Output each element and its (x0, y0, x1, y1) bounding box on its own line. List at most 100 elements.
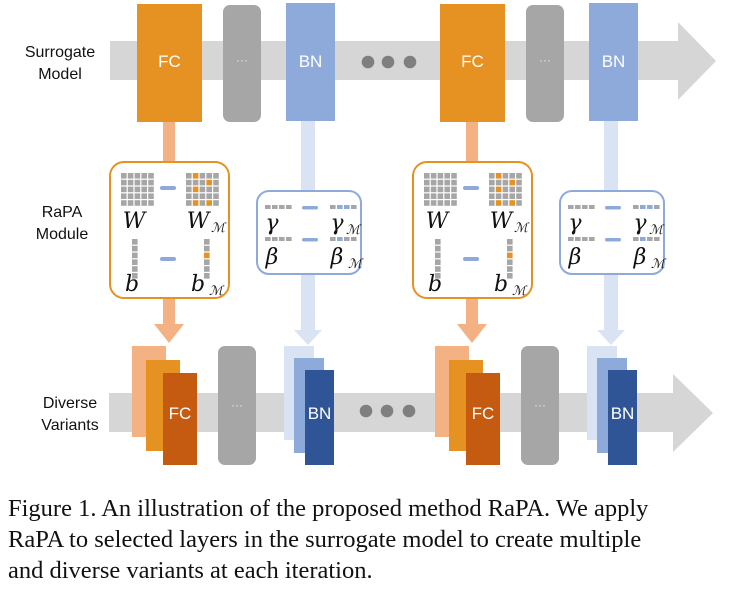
b-m-subscript-1: ℳ (209, 284, 225, 299)
matrix-cell (186, 180, 192, 186)
matrix-cell (509, 187, 515, 193)
variant-gap-dot-3 (403, 405, 416, 418)
gamma-m-symbol-1: γ (330, 211, 344, 236)
matrix-cell (213, 180, 219, 186)
w-symbol-2: W (426, 209, 451, 234)
vector-cell (633, 237, 639, 241)
w-matrix-2 (424, 173, 457, 206)
vector-cell (435, 259, 441, 265)
matrix-cell (489, 200, 495, 206)
fc-down-connector-bottom-2 (466, 295, 478, 325)
matrix-cell (438, 187, 444, 193)
vector-cell (132, 246, 138, 252)
surrogate-label-line1: Surrogate (25, 44, 95, 61)
matrix-cell (496, 173, 502, 179)
matrix-cell (193, 180, 199, 186)
b-transform-arrow-1 (160, 257, 176, 261)
variant-gap-dot-2 (381, 405, 394, 418)
matrix-cell (431, 180, 437, 186)
caption-line-1: Figure 1. An illustration of the propose… (8, 493, 738, 524)
gamma-m-subscript-1: ℳ (346, 223, 362, 238)
matrix-cell (206, 173, 212, 179)
matrix-cell (128, 193, 134, 199)
matrix-cell (135, 187, 141, 193)
surrogate-fc-label-1: FC (158, 52, 181, 71)
matrix-cell (451, 200, 457, 206)
variant-gap-dot-1 (360, 405, 373, 418)
matrix-cell (135, 173, 141, 179)
w-matrix-1 (121, 173, 154, 206)
vector-cell (279, 237, 285, 241)
surrogate-gap-dot-3 (404, 56, 417, 69)
matrix-cell (444, 173, 450, 179)
matrix-cell (451, 180, 457, 186)
vector-cell (507, 253, 513, 259)
matrix-cell (121, 200, 127, 206)
vector-cell (344, 205, 350, 209)
w-m-matrix-2 (489, 173, 522, 206)
matrix-cell (193, 173, 199, 179)
surrogate-ellipsis-label-1: ··· (236, 53, 248, 67)
surrogate-gap-dot-1 (362, 56, 375, 69)
beta-transform-arrow-2 (605, 238, 621, 242)
vector-cell (204, 246, 210, 252)
vector-cell (265, 237, 271, 241)
variant-ellipsis-label-1: ··· (231, 398, 243, 412)
b-symbol-1: b (125, 272, 139, 297)
beta-transform-arrow-1 (302, 238, 318, 242)
matrix-cell (141, 173, 147, 179)
matrix-cell (509, 180, 515, 186)
vector-cell (582, 205, 588, 209)
matrix-cell (438, 193, 444, 199)
surrogate-ellipsis-label-2: ··· (539, 53, 551, 67)
w-m-symbol-2: W (490, 209, 515, 234)
matrix-cell (128, 187, 134, 193)
matrix-cell (451, 173, 457, 179)
vector-cell (435, 246, 441, 252)
vector-cell (568, 237, 574, 241)
matrix-cell (200, 193, 206, 199)
w-transform-arrow-2 (463, 186, 479, 190)
matrix-cell (135, 200, 141, 206)
vector-cell (654, 205, 660, 209)
gamma-m-subscript-2: ℳ (649, 223, 665, 238)
w-transform-arrow-1 (160, 186, 176, 190)
vector-cell (132, 239, 138, 245)
fc-down-connector-top-2 (466, 122, 478, 162)
matrix-cell (496, 200, 502, 206)
matrix-cell (148, 173, 154, 179)
matrix-cell (438, 180, 444, 186)
vector-cell (575, 205, 581, 209)
vector-cell (330, 205, 336, 209)
matrix-cell (424, 193, 430, 199)
vector-cell (507, 259, 513, 265)
matrix-cell (516, 187, 522, 193)
matrix-cell (213, 187, 219, 193)
b-m-symbol-1: b (191, 272, 205, 297)
matrix-cell (141, 200, 147, 206)
vector-cell (272, 237, 278, 241)
fc-down-connector-bottom-1 (163, 295, 175, 325)
matrix-cell (186, 187, 192, 193)
matrix-cell (496, 193, 502, 199)
b-m-subscript-2: ℳ (512, 284, 528, 299)
vector-cell (435, 266, 441, 272)
matrix-cell (200, 173, 206, 179)
b-m-symbol-2: b (494, 272, 508, 297)
beta-m-subscript-2: ℳ (651, 257, 667, 272)
caption-line-2: RaPA to selected layers in the surrogate… (8, 524, 738, 555)
vector-cell (507, 246, 513, 252)
vector-cell (647, 205, 653, 209)
variants-label-line2: Variants (41, 417, 99, 434)
vector-cell (132, 253, 138, 259)
fc-down-arrowhead-2 (457, 324, 487, 343)
matrix-cell (186, 200, 192, 206)
matrix-cell (121, 180, 127, 186)
rapa-diagram: Surrogate Model RaPA Module Diverse Vari… (0, 0, 740, 480)
fc-down-connector-top-1 (163, 122, 175, 162)
fc-down-arrowhead-1 (154, 324, 184, 343)
variant-ellipsis-label-2: ··· (534, 398, 546, 412)
matrix-cell (496, 180, 502, 186)
vector-cell (204, 239, 210, 245)
matrix-cell (128, 200, 134, 206)
